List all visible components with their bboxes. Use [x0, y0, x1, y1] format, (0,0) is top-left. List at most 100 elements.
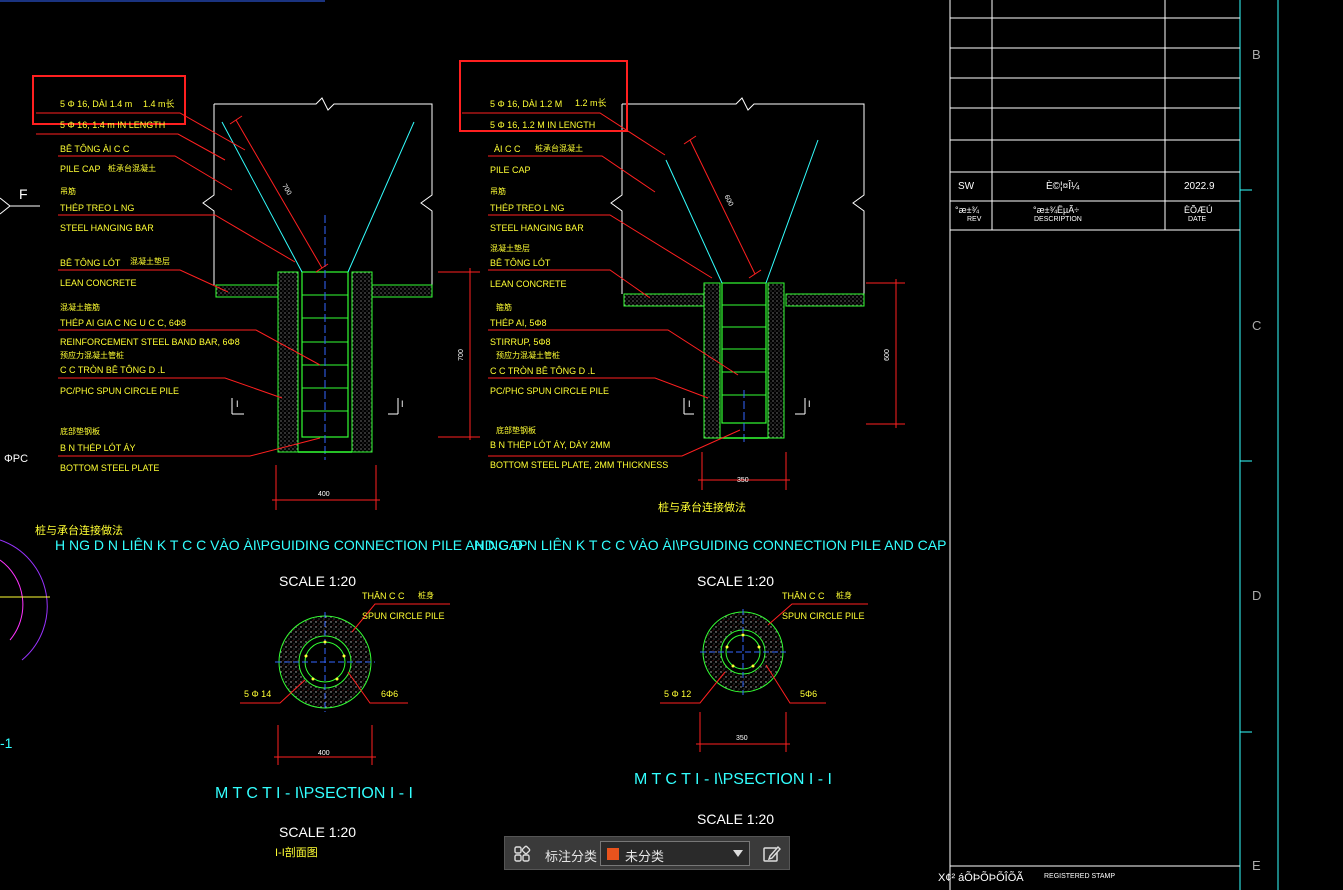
left-label-steel-hanging: STEEL HANGING BAR [60, 223, 154, 233]
left-sec-spun: SPUN CIRCLE PILE [362, 611, 445, 621]
left-label-plate-cn: 底部垫钢板 [60, 427, 100, 436]
left-label-thep-ai: THÉP AI GIA C NG U C C, 6Φ8 [60, 318, 187, 328]
right-sec-stirrup: 5Φ6 [800, 689, 818, 699]
hdr-desc-cn: °æ±¾ËµÃ÷ [1033, 205, 1080, 215]
rev-code: SW [958, 181, 975, 192]
left-section-cn: I-I剖面图 [275, 847, 318, 859]
right-dim-vertical: 600 [883, 349, 891, 361]
right-sec-bars: 5 Φ 12 [664, 689, 692, 699]
left-dim-width: 400 [318, 491, 330, 498]
left-callout-bars: 5 Φ 16, DÀI 1.4 m [60, 99, 133, 109]
right-label-ban-thep: B N THÉP LÓT ÁY, DÀY 2MM [490, 440, 611, 450]
right-scale-bottom: SCALE 1:20 [697, 811, 775, 827]
right-label-be-tong-lot: BÊ TÔNG LÓT [490, 258, 551, 268]
left-label-pcphc: PC/PHC SPUN CIRCLE PILE [60, 386, 180, 396]
left-sec-than-coc-cn: 桩身 [418, 591, 434, 600]
right-sec-than-coc-cn: 桩身 [836, 591, 852, 600]
ruler-label-c: C [1252, 318, 1262, 333]
far-left-phpc: ΦPC [4, 453, 29, 465]
category-color-swatch [607, 848, 619, 860]
annotation-category-select[interactable]: 未分类 [600, 841, 750, 866]
stamp-garbled: X¢² áÕÞÕÞÕÎÕÃ [938, 872, 1024, 884]
right-pile-section [660, 603, 868, 752]
right-label-pcphc: PC/PHC SPUN CIRCLE PILE [490, 386, 610, 396]
right-label-lean-cn: 混凝土垫层 [490, 244, 530, 253]
left-section-title: M T C T I - I\PSECTION I - I [215, 785, 413, 802]
highlight-box-right-callout [459, 60, 628, 132]
right-label-be-tong-dai: ÀI C C [494, 144, 521, 154]
highlight-box-left-callout [32, 75, 186, 125]
right-label-lean-concrete: LEAN CONCRETE [490, 279, 567, 289]
right-label-bottom-plate: BOTTOM STEEL PLATE, 2MM THICKNESS [490, 460, 669, 470]
hdr-date: DATE [1188, 216, 1207, 223]
far-left-minus1: -1 [0, 735, 13, 751]
right-section-title: M T C T I - I\PSECTION I - I [634, 771, 832, 788]
chevron-down-icon [733, 850, 743, 857]
left-callout-bars-en: 5 Φ 16, 1.4 m IN LENGTH [60, 120, 166, 130]
right-label-pile-cap: PILE CAP [490, 165, 531, 175]
far-left-partial-view [0, 197, 50, 661]
left-scale-bottom: SCALE 1:20 [279, 824, 357, 840]
left-label-reinforcement: REINFORCEMENT STEEL BAND BAR, 6Φ8 [60, 337, 240, 347]
left-section-mark-b: I [401, 399, 404, 409]
left-label-ban-thep: B N THÉP LÓT ÁY [60, 443, 136, 453]
right-sec-than-coc: THÂN C C [782, 591, 825, 601]
hdr-date-cn: ÈÕÆÚ [1184, 205, 1213, 215]
left-label-band-cn: 混凝土箍筋 [60, 303, 100, 312]
left-label-lean-concrete: LEAN CONCRETE [60, 278, 137, 288]
right-section-mark-a: I [688, 399, 691, 409]
left-label-be-tong-dai: BÊ TÔNG ÀI C C [60, 144, 130, 154]
right-dim-width: 350 [737, 477, 749, 484]
left-label-diaojin-cn: 吊筋 [60, 187, 76, 196]
right-label-coc-tron: C C TRÒN BÊ TÔNG D .L [490, 366, 596, 376]
left-sec-bars: 5 Φ 14 [244, 689, 272, 699]
right-callout-bars-en: 5 Φ 16, 1.2 M IN LENGTH [490, 120, 596, 130]
hdr-desc: DESCRIPTION [1034, 216, 1082, 223]
rev-description: È©¦¤Î¼ [1046, 181, 1080, 192]
right-label-thep-ai: THÉP AI, 5Φ8 [490, 318, 547, 328]
far-left-f-label: F [19, 186, 28, 202]
left-scale-top: SCALE 1:20 [279, 573, 357, 589]
left-label-bottom-plate: BOTTOM STEEL PLATE [60, 463, 160, 473]
right-scale-top: SCALE 1:20 [697, 573, 775, 589]
right-label-gujin-cn: 箍筋 [496, 303, 512, 312]
annotation-category-label: 标注分类 [545, 850, 598, 865]
ruler-label-e: E [1252, 858, 1261, 873]
left-callout-length: 1.4 m长 [143, 99, 175, 109]
ruler-label-d: D [1252, 588, 1262, 603]
far-left-cn-title: 桩与承台连接做法 [35, 525, 123, 537]
right-heading: H NG D N LIÊN K T C C VÀO ÀI\PGUIDING CO… [474, 537, 947, 553]
registered-stamp: REGISTERED STAMP [1044, 873, 1116, 880]
left-section-mark-a: I [236, 399, 239, 409]
right-section-mark-b: I [808, 399, 811, 409]
left-label-pile-cn: 预应力混凝土管桩 [60, 351, 124, 360]
title-block [949, 0, 1279, 890]
left-pile-elevation [36, 97, 480, 510]
annotation-category-value: 未分类 [625, 850, 665, 865]
right-label-steel-hanging: STEEL HANGING BAR [490, 223, 584, 233]
hdr-rev-cn: °æ±¾ [955, 205, 980, 215]
left-dim-vertical: 700 [457, 349, 465, 361]
grid-layout-icon[interactable] [513, 845, 531, 863]
left-label-thep-treo: THÉP TREO L NG [60, 203, 135, 213]
edit-icon[interactable] [761, 843, 783, 865]
right-label-plate-cn: 底部垫钢板 [496, 426, 536, 435]
hdr-rev: REV [967, 216, 982, 223]
left-label-pile-cap-cn: 桩承台混凝土 [108, 164, 156, 173]
left-sec-than-coc: THÂN C C [362, 591, 405, 601]
annotation-category-bar: 标注分类 未分类 [504, 836, 790, 870]
right-label-stirrup: STIRRUP, 5Φ8 [490, 337, 551, 347]
right-sec-dim: 350 [736, 735, 748, 742]
right-callout-length: 1.2 m长 [575, 98, 607, 108]
right-label-thep-treo: THÉP TREO L NG [490, 203, 565, 213]
right-label-pile-cn: 预应力混凝土管桩 [496, 351, 560, 360]
right-cn-title: 桩与承台连接做法 [658, 502, 746, 514]
left-pile-section [240, 603, 450, 765]
ruler-label-b: B [1252, 47, 1261, 62]
right-label-be-tong-dai-cn: 桩承台混凝土 [535, 144, 583, 153]
left-label-be-tong-lot: BÊ TÔNG LÓT [60, 258, 121, 268]
left-sec-dim: 400 [318, 750, 330, 757]
rev-date: 2022.9 [1184, 181, 1215, 192]
left-label-lean-cn: 混凝土垫层 [130, 257, 170, 266]
